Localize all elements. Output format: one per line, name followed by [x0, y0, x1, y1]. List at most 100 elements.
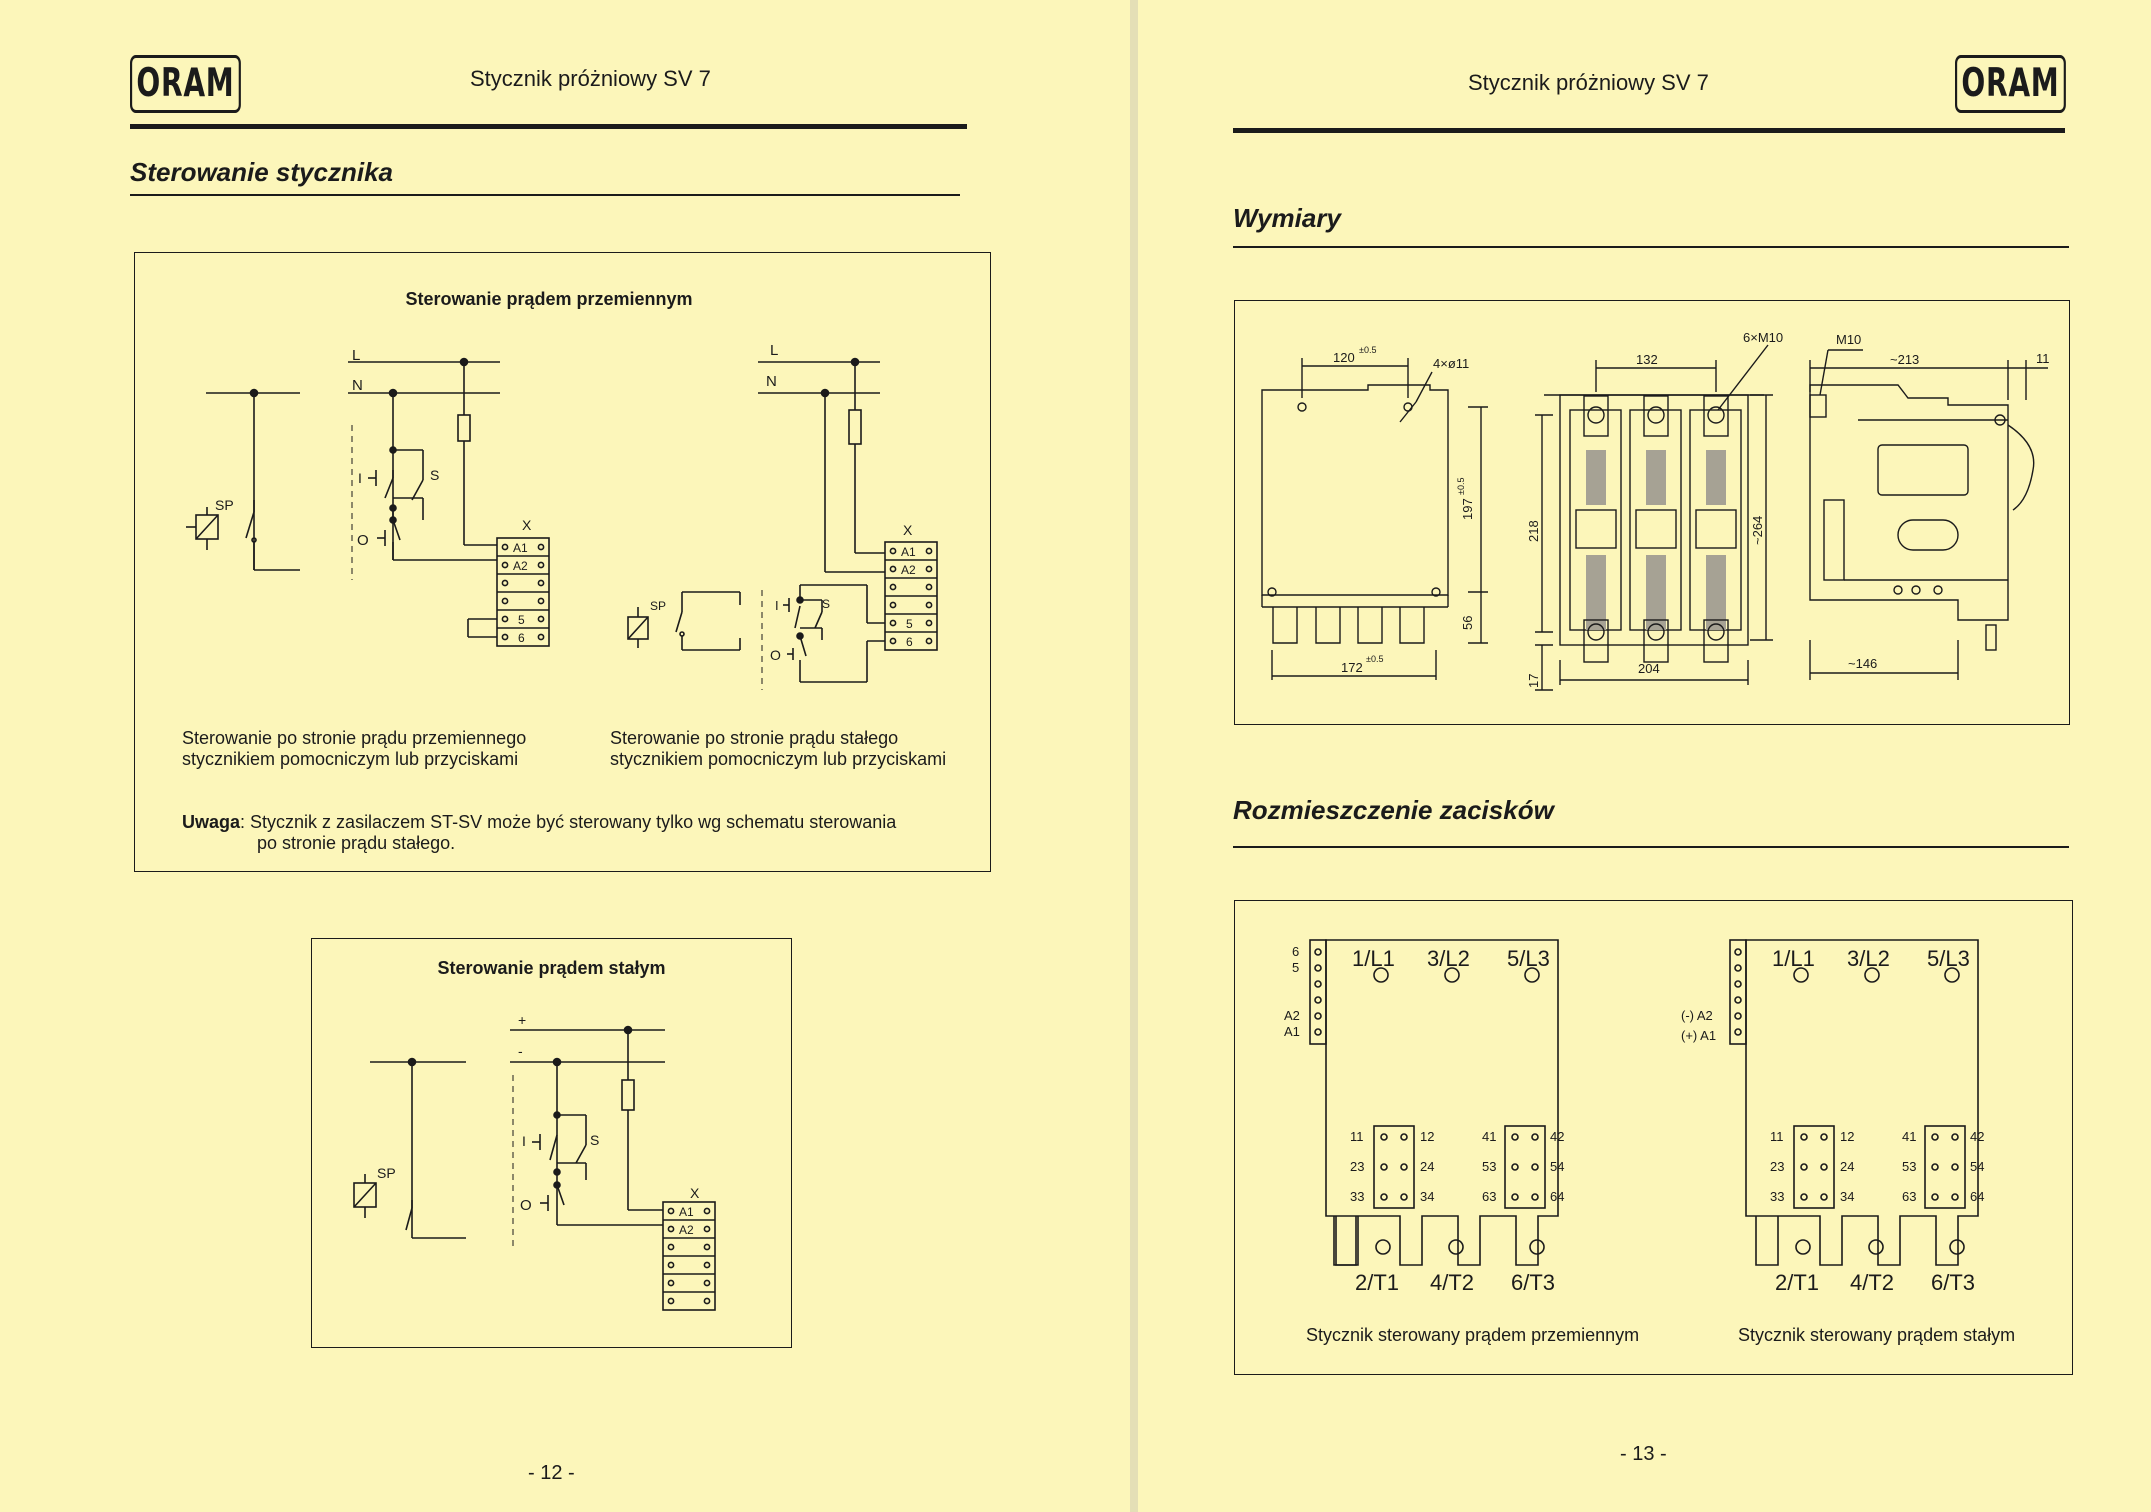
svg-text:42: 42 — [1970, 1129, 1984, 1144]
svg-text:204: 204 — [1638, 661, 1660, 676]
svg-text:5: 5 — [1292, 960, 1299, 975]
note: Uwaga: Stycznik z zasilaczem ST-SV może … — [182, 812, 896, 854]
svg-text:6: 6 — [1292, 944, 1299, 959]
svg-text:-: - — [518, 1043, 523, 1059]
svg-text:4/T2: 4/T2 — [1430, 1270, 1474, 1295]
svg-text:L: L — [770, 342, 778, 359]
svg-text:N: N — [766, 373, 777, 390]
svg-text:SP: SP — [377, 1165, 396, 1181]
svg-text:33: 33 — [1350, 1189, 1364, 1204]
svg-text:197: 197 — [1460, 498, 1475, 520]
terminal-diagram-ac: 6 5 A2 A1 1/L1 3/L2 5/L3 2/T1 4/T2 6/T3 … — [1284, 939, 1564, 1295]
right-page: Stycznik próżniowy SV 7 ORAM Wymiary 120… — [1138, 0, 2151, 1512]
caption-line: stycznikiem pomocniczym lub przyciskami — [610, 749, 947, 769]
svg-text:A1: A1 — [1284, 1024, 1300, 1039]
ac-control-box — [134, 252, 991, 872]
terminal-caption-dc: Stycznik sterowany prądem stałym — [1738, 1325, 2016, 1345]
svg-text:23: 23 — [1350, 1159, 1364, 1174]
svg-text:5/L3: 5/L3 — [1927, 946, 1970, 971]
svg-text:172: 172 — [1341, 660, 1363, 675]
svg-text:33: 33 — [1770, 1189, 1784, 1204]
page-number: - 13 - — [1620, 1443, 1667, 1465]
svg-text:2/T1: 2/T1 — [1355, 1270, 1399, 1295]
dimensions-rule — [1233, 246, 2069, 248]
terminals-box — [1234, 900, 2073, 1375]
ac-caption-right: Sterowanie po stronie prądu stałego styc… — [610, 728, 946, 770]
svg-text:~213: ~213 — [1890, 352, 1919, 367]
caption-line: Sterowanie po stronie prądu stałego — [610, 728, 899, 748]
svg-text:12: 12 — [1420, 1129, 1434, 1144]
svg-text:54: 54 — [1550, 1159, 1564, 1174]
svg-text:6/T3: 6/T3 — [1511, 1270, 1555, 1295]
svg-text:A2: A2 — [513, 559, 528, 573]
svg-text:218: 218 — [1526, 520, 1541, 542]
section-title: Sterowanie stycznika — [130, 157, 393, 187]
svg-text:41: 41 — [1482, 1129, 1496, 1144]
svg-text:M10: M10 — [1836, 332, 1861, 347]
svg-text:X: X — [903, 522, 913, 538]
svg-text:N: N — [352, 377, 363, 394]
svg-text:L: L — [352, 347, 360, 364]
page-gutter — [1130, 0, 1138, 1512]
svg-text:~264: ~264 — [1750, 516, 1765, 545]
svg-text:53: 53 — [1902, 1159, 1916, 1174]
svg-text:11: 11 — [2036, 351, 2050, 366]
svg-text:12: 12 — [1840, 1129, 1854, 1144]
svg-text:A1: A1 — [679, 1205, 694, 1219]
svg-text:±0.5: ±0.5 — [1366, 654, 1383, 664]
svg-text:24: 24 — [1420, 1159, 1434, 1174]
svg-text:O: O — [520, 1197, 532, 1214]
svg-text:1/L1: 1/L1 — [1352, 946, 1395, 971]
caption-line: stycznikiem pomocniczym lub przyciskami — [182, 749, 519, 769]
dc-control-box — [311, 938, 792, 1348]
oram-logo: ORAM — [130, 55, 241, 113]
svg-text:11: 11 — [1770, 1129, 1784, 1144]
header-rule — [1233, 128, 2065, 133]
terminals-title: Rozmieszczenie zacisków — [1233, 795, 1554, 825]
svg-text:11: 11 — [1350, 1129, 1364, 1144]
svg-text:17: 17 — [1526, 674, 1541, 688]
svg-text:X: X — [522, 517, 532, 533]
svg-text:1/L1: 1/L1 — [1772, 946, 1815, 971]
page-number: - 12 - — [528, 1462, 575, 1484]
svg-text:I: I — [775, 598, 779, 613]
note-text: : Stycznik z zasilaczem ST-SV może być s… — [240, 812, 897, 832]
svg-text:±0.5: ±0.5 — [1456, 478, 1466, 495]
svg-text:4×ø11: 4×ø11 — [1433, 356, 1469, 371]
svg-text:SP: SP — [215, 497, 234, 513]
svg-text:64: 64 — [1970, 1189, 1984, 1204]
svg-text:5: 5 — [518, 613, 525, 627]
svg-text:O: O — [770, 647, 781, 663]
svg-text:6×M10: 6×M10 — [1743, 330, 1783, 345]
svg-text:(-) A2: (-) A2 — [1681, 1008, 1713, 1023]
svg-text:5: 5 — [906, 617, 913, 631]
svg-text:O: O — [357, 532, 369, 549]
svg-text:42: 42 — [1550, 1129, 1564, 1144]
note-label: Uwaga — [182, 812, 241, 832]
dimensions-title: Wymiary — [1233, 203, 1341, 233]
svg-text:5/L3: 5/L3 — [1507, 946, 1550, 971]
svg-text:I: I — [358, 470, 362, 486]
left-page: ORAM Stycznik próżniowy SV 7 Sterowanie … — [0, 0, 1130, 1512]
svg-text:53: 53 — [1482, 1159, 1496, 1174]
svg-text:64: 64 — [1550, 1189, 1564, 1204]
header-rule — [130, 124, 967, 129]
svg-text:(+) A1: (+) A1 — [1681, 1028, 1716, 1043]
running-title: Stycznik próżniowy SV 7 — [1468, 70, 1709, 95]
svg-text:A2: A2 — [901, 563, 916, 577]
svg-text:56: 56 — [1460, 616, 1475, 630]
svg-text:6: 6 — [906, 635, 913, 649]
svg-text:A1: A1 — [513, 541, 528, 555]
svg-text:S: S — [590, 1132, 599, 1148]
svg-text:+: + — [518, 1012, 526, 1028]
svg-text:23: 23 — [1770, 1159, 1784, 1174]
ac-caption-left: Sterowanie po stronie prądu przemiennego… — [182, 728, 526, 770]
caption-line: Sterowanie po stronie prądu przemiennego — [182, 728, 527, 748]
ac-control-schematic: SP L N I S O X — [186, 342, 938, 690]
svg-text:±0.5: ±0.5 — [1359, 345, 1376, 355]
svg-text:3/L2: 3/L2 — [1847, 946, 1890, 971]
note-text-2: po stronie prądu stałego. — [257, 833, 456, 853]
svg-text:2/T1: 2/T1 — [1775, 1270, 1819, 1295]
dimensions-box — [1234, 300, 2070, 725]
svg-text:54: 54 — [1970, 1159, 1984, 1174]
